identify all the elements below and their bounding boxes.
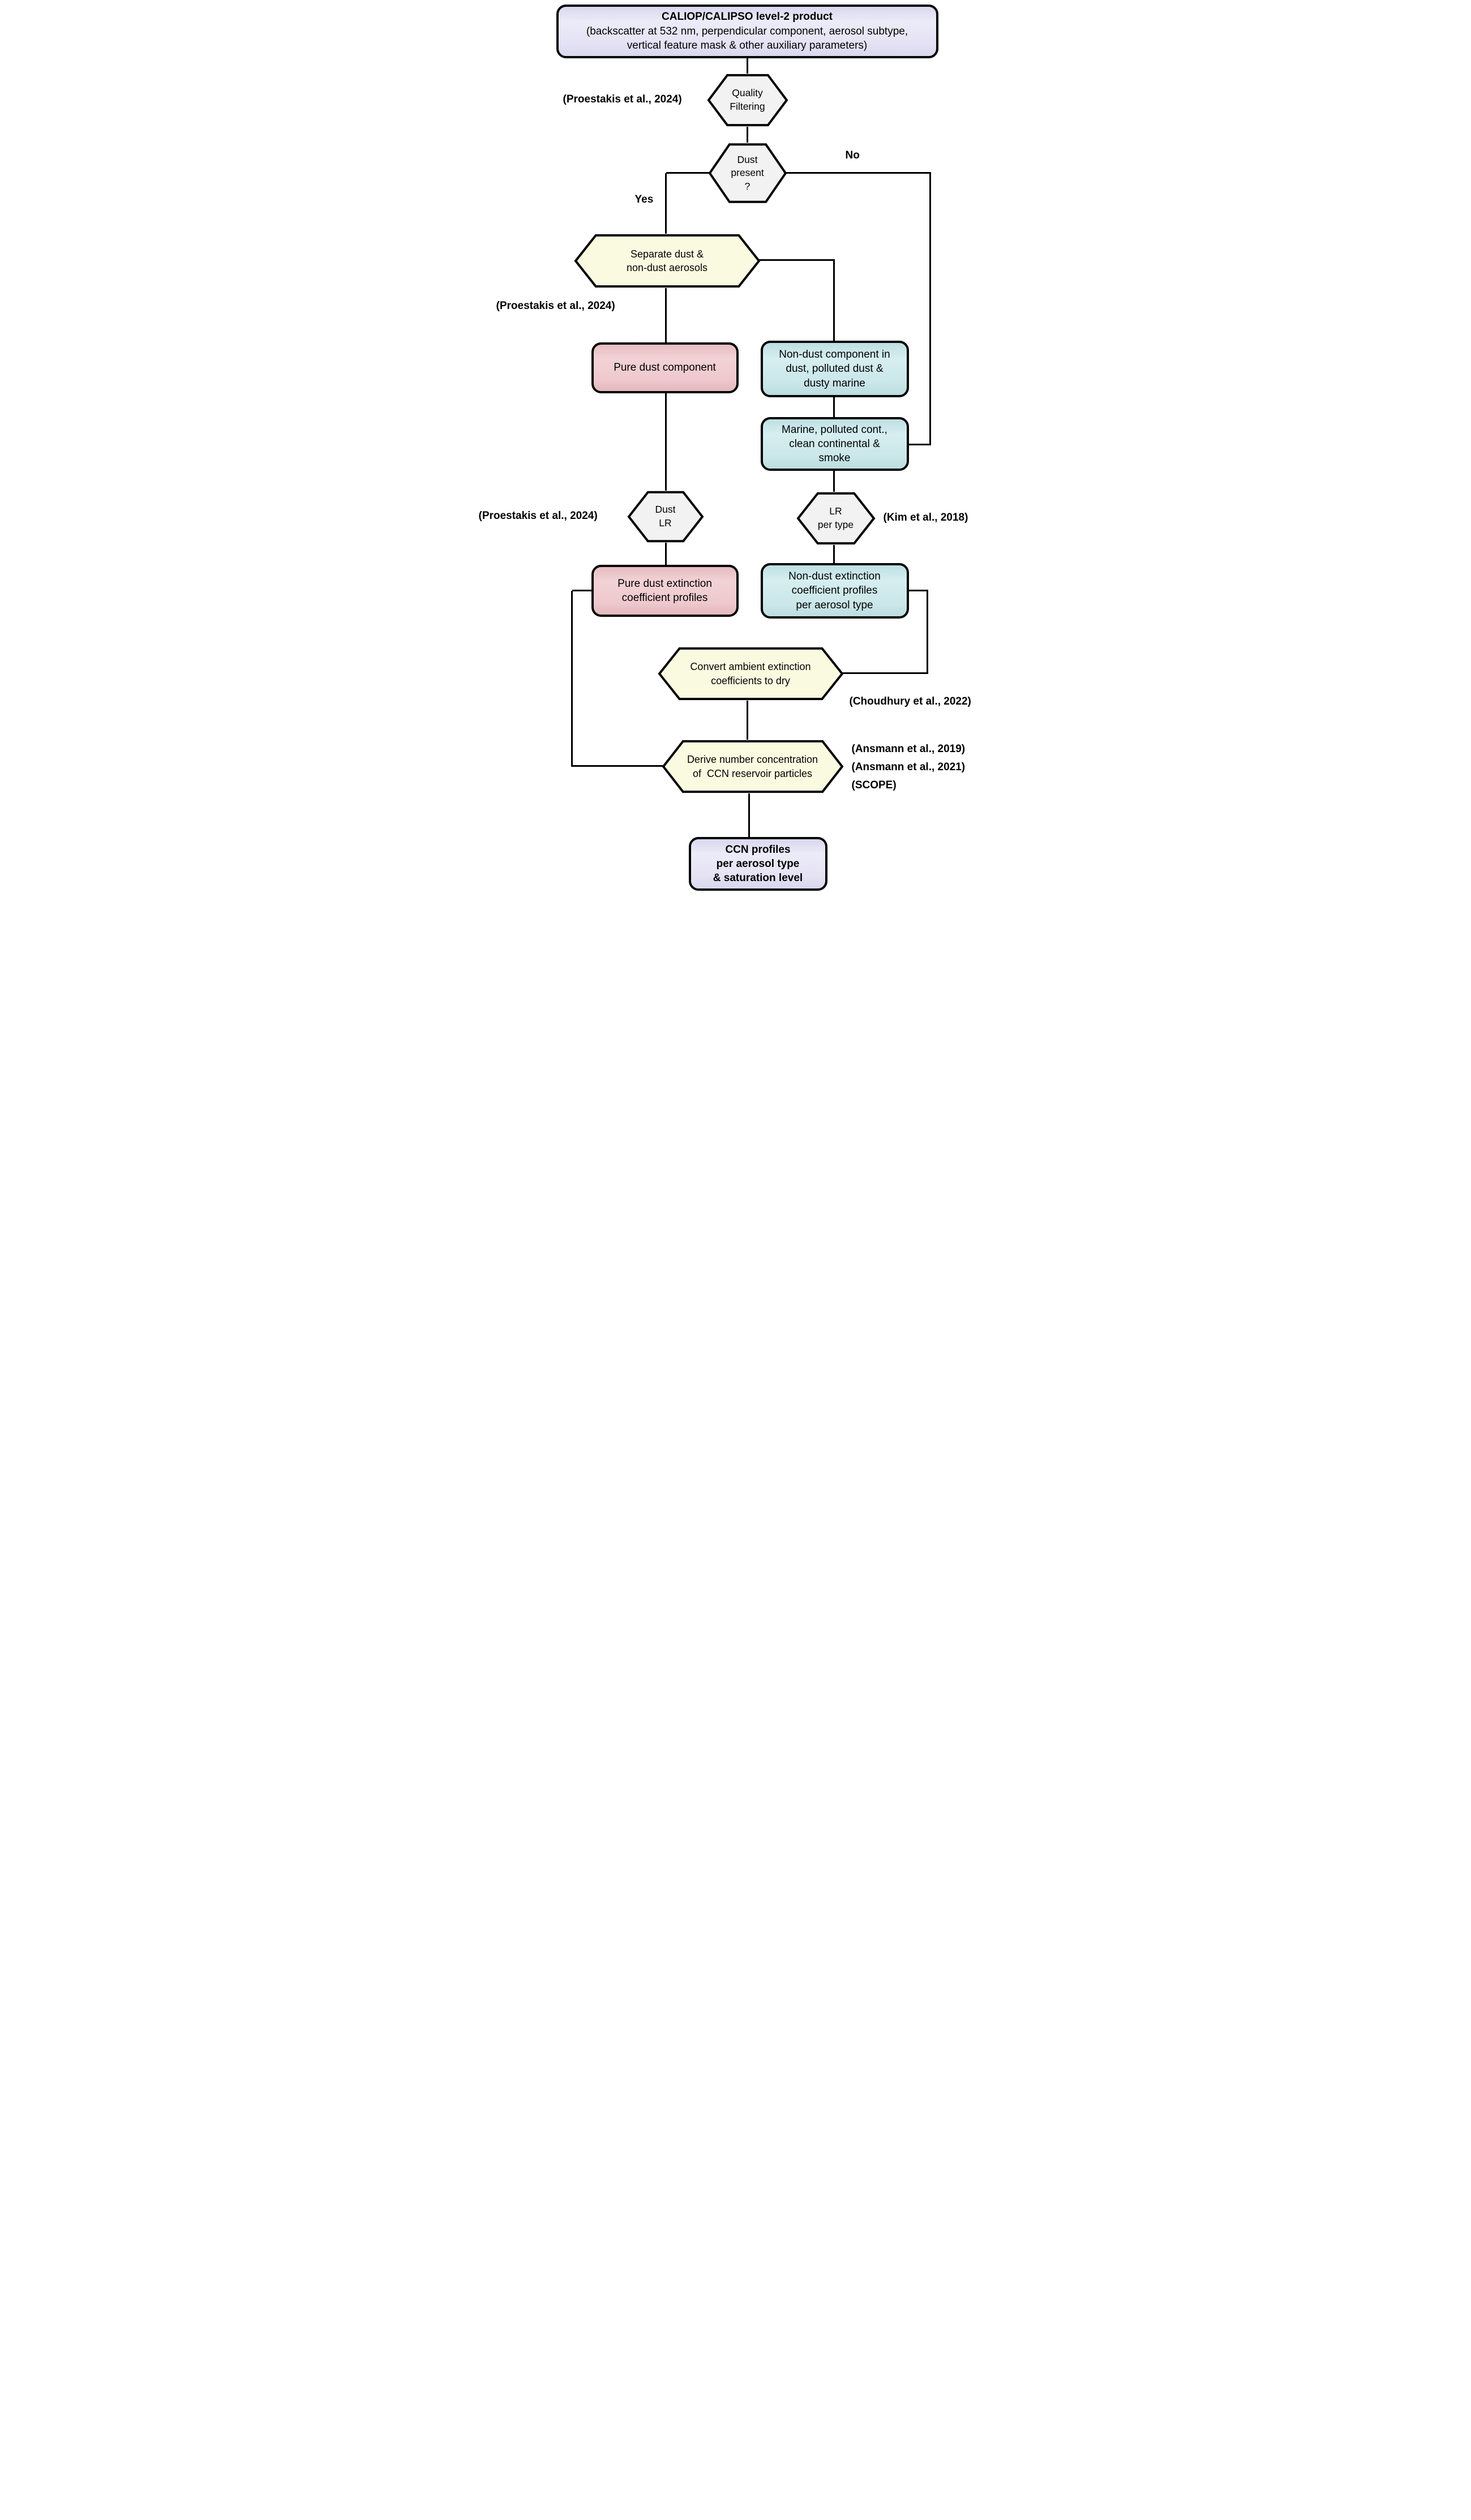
caliop-product-node: CALIOP/CALIPSO level-2 product (backscat… — [556, 5, 938, 58]
dust-present-node: Dust present ? — [710, 143, 786, 204]
hexagon-shape — [798, 492, 874, 545]
connector-no-into-marine — [908, 444, 931, 445]
pure-dust-extinction-label: Pure dust extinction coefficient profile… — [617, 577, 712, 604]
connector-pdext-left-vertical — [571, 591, 573, 767]
hexagon-shape — [710, 143, 786, 204]
flowchart-canvas: CALIOP/CALIPSO level-2 product (backscat… — [474, 0, 997, 896]
citation-kim: (Kim et al., 2018) — [883, 512, 968, 523]
connector-ndext-right-horizontal — [908, 590, 928, 591]
yes-branch-label: Yes — [634, 194, 654, 205]
citation-scope: (SCOPE) — [851, 779, 897, 791]
connector-convert-to-derive — [746, 701, 748, 740]
connector-separate-to-puredust — [664, 288, 667, 342]
quality-filtering-node: Quality Filtering — [709, 74, 787, 127]
convert-to-dry-label: Convert ambient extinction coefficients … — [690, 661, 811, 686]
connector-topbox-to-quality — [746, 58, 748, 74]
dust-present-label: Dust present ? — [731, 153, 764, 192]
ccn-profiles-node: CCN profiles per aerosol type & saturati… — [688, 837, 827, 891]
caliop-product-title: CALIOP/CALIPSO level-2 product — [662, 11, 833, 23]
citation-ansmann-2021: (Ansmann et al., 2021) — [851, 761, 966, 773]
hexagon-shape — [576, 234, 759, 288]
non-dust-component-node: Non-dust component in dust, polluted dus… — [760, 341, 909, 397]
convert-to-dry-node: Convert ambient extinction coefficients … — [659, 647, 842, 701]
connector-ndext-right-vertical — [926, 591, 928, 673]
connector-pdext-left-horizontal — [572, 590, 591, 591]
hexagon-shape — [659, 647, 842, 701]
derive-ccn-label: Derive number concentration of CCN reser… — [687, 754, 818, 779]
lr-per-type-label: LR per type — [817, 505, 854, 530]
no-branch-label: No — [845, 149, 860, 161]
hexagon-shape — [629, 491, 702, 543]
pure-dust-extinction-node: Pure dust extinction coefficient profile… — [591, 565, 739, 617]
derive-ccn-node: Derive number concentration of CCN reser… — [663, 740, 842, 793]
dust-lr-label: Dust LR — [655, 504, 676, 529]
dust-lr-node: Dust LR — [629, 491, 702, 543]
citation-proestakis-2: (Proestakis et al., 2024) — [496, 300, 615, 312]
connector-quality-to-dustpresent — [746, 127, 748, 143]
connector-puredust-to-dustlr — [664, 393, 667, 491]
non-dust-extinction-node: Non-dust extinction coefficient profiles… — [760, 563, 909, 619]
connector-lrtype-to-extinction — [833, 545, 835, 563]
connector-marine-to-lrtype — [833, 471, 835, 492]
hexagon-shape — [709, 74, 787, 127]
non-dust-extinction-label: Non-dust extinction coefficient profiles… — [788, 570, 881, 611]
connector-no-vertical — [929, 173, 931, 445]
ccn-profiles-label: CCN profiles per aerosol type & saturati… — [713, 843, 803, 885]
connector-no-horizontal — [781, 172, 931, 174]
pure-dust-node: Pure dust component — [591, 342, 739, 393]
caliop-product-subtitle: (backscatter at 532 nm, perpendicular co… — [586, 25, 908, 52]
connector-nondust-to-marine — [833, 397, 835, 417]
non-dust-component-label: Non-dust component in dust, polluted dus… — [779, 349, 890, 389]
connector-into-convert-tip — [840, 672, 928, 674]
lr-per-type-node: LR per type — [798, 492, 874, 545]
citation-proestakis-1: (Proestakis et al., 2024) — [563, 93, 682, 105]
connector-yes-horizontal — [666, 172, 714, 174]
connector-yes-vertical — [664, 173, 667, 234]
quality-filtering-label: Quality Filtering — [730, 87, 765, 112]
connector-dustlr-to-extinction — [664, 543, 667, 565]
separate-aerosols-node: Separate dust & non-dust aerosols — [576, 234, 759, 288]
connector-separate-right-vertical — [833, 260, 835, 341]
connector-into-derive-tip — [571, 765, 663, 767]
connector-derive-to-ccn — [748, 793, 750, 837]
separate-aerosols-label: Separate dust & non-dust aerosols — [626, 248, 708, 273]
hexagon-shape — [663, 740, 842, 793]
marine-types-node: Marine, polluted cont., clean continenta… — [760, 417, 909, 471]
connector-separate-right-horizontal — [758, 259, 835, 261]
citation-proestakis-3: (Proestakis et al., 2024) — [478, 510, 598, 522]
pure-dust-label: Pure dust component — [614, 362, 716, 374]
marine-types-label: Marine, polluted cont., clean continenta… — [782, 423, 887, 465]
citation-choudhury: (Choudhury et al., 2022) — [849, 696, 971, 707]
citation-ansmann-2019: (Ansmann et al., 2019) — [851, 743, 966, 755]
